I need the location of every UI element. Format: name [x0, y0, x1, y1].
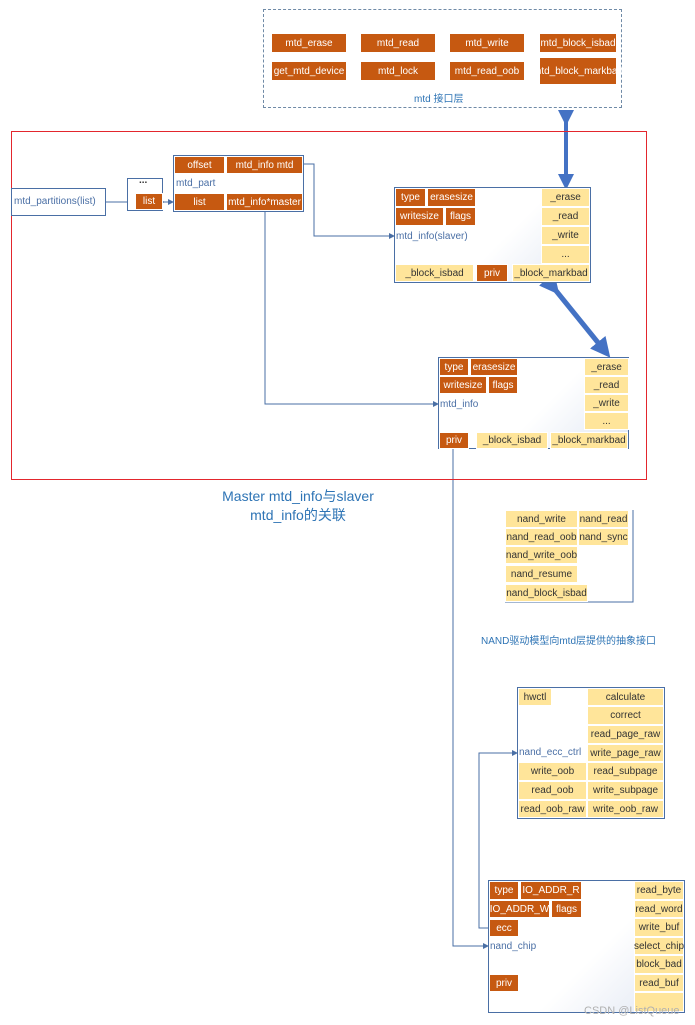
read-byte-op[interactable]: read_byte: [634, 881, 684, 900]
master-block-markbad-op[interactable]: _block_markbad: [550, 432, 628, 449]
master-write-op[interactable]: _write: [584, 394, 629, 412]
read-oob-op[interactable]: read_oob: [518, 781, 587, 800]
slaver-block-isbad-op[interactable]: _block_isbad: [395, 264, 474, 282]
master-block-isbad-op[interactable]: _block_isbad: [476, 432, 548, 449]
master-type-field[interactable]: type: [439, 358, 469, 376]
offset-field[interactable]: offset: [174, 156, 225, 174]
mtd-partitions-label: mtd_partitions(list): [14, 196, 96, 207]
slaver-writesize-field[interactable]: writesize: [395, 207, 444, 226]
nand-chip-extra-op: [634, 992, 684, 1012]
mtd-partitions-box: [11, 188, 106, 216]
nand-read-oob-op[interactable]: nand_read_oob: [505, 528, 578, 546]
read-oob-raw-op[interactable]: read_oob_raw: [518, 800, 587, 818]
nand-abstraction-note: NAND驱动模型向mtd层提供的抽象接口: [481, 636, 657, 647]
master-pointer-field[interactable]: mtd_info*master: [226, 193, 303, 211]
write-buf-op[interactable]: write_buf: [634, 918, 684, 937]
io-addr-w-field[interactable]: IO_ADDR_W: [489, 900, 550, 918]
slaver-write-op[interactable]: _write: [541, 226, 590, 245]
mtd-block-markbad-button[interactable]: mtd_block_markbad: [533, 57, 623, 85]
mtd-erase-button[interactable]: mtd_erase: [271, 33, 347, 53]
mtd-interface-layer: [263, 9, 622, 108]
watermark: CSDN @ListQueue: [584, 1005, 680, 1017]
master-more-ops[interactable]: ...: [584, 412, 629, 430]
nand-block-isbad-op[interactable]: nand_block_isbad: [505, 584, 588, 602]
caption-line-1: Master mtd_info与slaver: [222, 488, 374, 504]
slaver-erase-op[interactable]: _erase: [541, 188, 590, 207]
slaver-more-ops[interactable]: ...: [541, 245, 590, 264]
association-caption: Master mtd_info与slaver mtd_info的关联: [178, 487, 418, 525]
get-mtd-device-button[interactable]: get_mtd_device: [271, 61, 347, 81]
write-page-raw-op[interactable]: write_page_raw: [587, 744, 664, 762]
slaver-read-op[interactable]: _read: [541, 207, 590, 226]
master-pointer-link: [264, 210, 439, 407]
master-writesize-field[interactable]: writesize: [439, 376, 487, 394]
read-word-op[interactable]: read_word: [634, 900, 684, 918]
ecc-to-eccctrl-link: [478, 750, 518, 929]
nand-resume-op[interactable]: nand_resume: [505, 565, 578, 583]
master-flags-field[interactable]: flags: [488, 376, 518, 394]
read-subpage-op[interactable]: read_subpage: [587, 762, 664, 781]
ecc-field[interactable]: ecc: [489, 919, 519, 937]
nand-ecc-ctrl-label: nand_ecc_ctrl: [519, 747, 582, 758]
caption-line-2: mtd_info的关联: [250, 507, 346, 523]
master-read-op[interactable]: _read: [584, 376, 629, 394]
master-erasesize-field[interactable]: erasesize: [470, 358, 518, 376]
mtd-block-isbad-button[interactable]: mtd_block_isbad: [539, 33, 617, 53]
mtd-write-button[interactable]: mtd_write: [449, 33, 525, 53]
master-erase-op[interactable]: _erase: [584, 358, 629, 376]
nand-chip-label: nand_chip: [490, 941, 537, 952]
nand-chip-priv-field[interactable]: priv: [489, 974, 519, 992]
nand-read-op[interactable]: nand_read: [578, 510, 629, 528]
master-mtd-info-label: mtd_info: [440, 399, 479, 410]
nand-sync-op[interactable]: nand_sync: [578, 528, 629, 546]
nand-chip-type-field[interactable]: type: [489, 881, 519, 900]
mtd-lock-button[interactable]: mtd_lock: [360, 61, 436, 81]
slaver-priv-field[interactable]: priv: [476, 264, 508, 282]
association-frame: [11, 131, 647, 480]
correct-op[interactable]: correct: [587, 706, 664, 725]
write-oob-raw-op[interactable]: write_oob_raw: [587, 800, 664, 818]
slaver-type-field[interactable]: type: [395, 188, 426, 207]
list-cell[interactable]: list: [135, 193, 163, 210]
mtd-to-slaver-link: [303, 163, 395, 239]
mtd-read-oob-button[interactable]: mtd_read_oob: [449, 61, 525, 81]
hwctl-op[interactable]: hwctl: [518, 688, 552, 706]
select-chip-op[interactable]: select_chip: [634, 937, 684, 955]
calculate-op[interactable]: calculate: [587, 688, 664, 706]
slaver-block-markbad-op[interactable]: _block_markbad: [512, 264, 590, 282]
slaver-erasesize-field[interactable]: erasesize: [427, 188, 476, 207]
mtd-info-mtd-field[interactable]: mtd_info mtd: [226, 156, 303, 174]
mtd-read-button[interactable]: mtd_read: [360, 33, 436, 53]
write-subpage-op[interactable]: write_subpage: [587, 781, 664, 800]
priv-to-nandchip-link: [452, 448, 489, 949]
block-bad-op[interactable]: block_bad: [634, 955, 684, 974]
read-buf-op[interactable]: read_buf: [634, 974, 684, 992]
nand-chip-flags-field[interactable]: flags: [551, 900, 582, 918]
slaver-flags-field[interactable]: flags: [445, 207, 476, 226]
mtd-part-list-field[interactable]: list: [174, 193, 225, 211]
nand-write-op[interactable]: nand_write: [505, 510, 578, 528]
nand-ops-bracket: [505, 510, 634, 603]
master-priv-field[interactable]: priv: [439, 432, 469, 449]
slaver-master-double-arrow: [538, 272, 611, 358]
mtd-layer-label: mtd 接口层: [414, 94, 464, 105]
io-addr-r-field[interactable]: IO_ADDR_R: [520, 881, 582, 900]
mtd-part-label: mtd_part: [176, 178, 216, 189]
nand-write-oob-op[interactable]: nand_write_oob: [505, 546, 578, 564]
read-page-raw-op[interactable]: read_page_raw: [587, 725, 664, 744]
slaver-mtd-info-label: mtd_info(slaver): [396, 231, 468, 242]
ellipsis-label: ...: [139, 175, 148, 186]
write-oob-op[interactable]: write_oob: [518, 762, 587, 781]
